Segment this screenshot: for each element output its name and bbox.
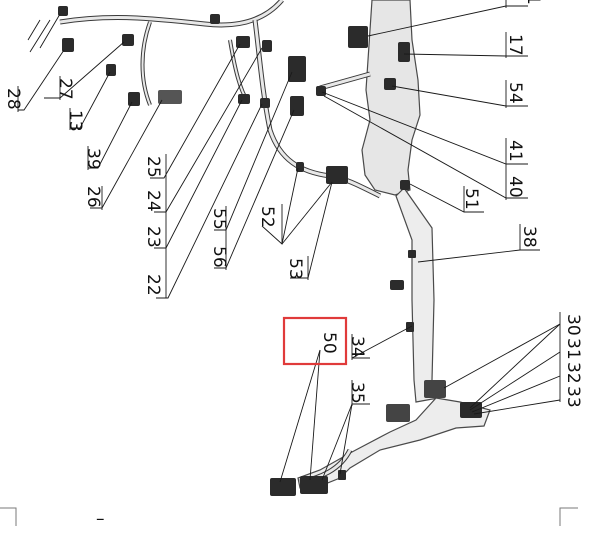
connector-50c	[338, 470, 346, 480]
callout-52: 52	[257, 206, 277, 228]
connector-54	[384, 78, 396, 90]
callout-27: 27	[55, 78, 75, 100]
connector-56	[290, 96, 304, 116]
callout-35: 35	[347, 382, 367, 404]
connector-51	[400, 180, 410, 190]
callout-54: 54	[505, 82, 525, 104]
callout-25: 25	[143, 156, 163, 178]
crop-marks	[0, 507, 578, 526]
connector-35	[386, 404, 410, 422]
callout-22: 22	[143, 274, 163, 296]
callout-30: 30	[563, 314, 583, 336]
connector-53	[326, 166, 348, 184]
connector-50a	[270, 478, 296, 496]
connector-top-mid	[210, 14, 220, 24]
harness-housing	[361, 0, 421, 196]
connector-38b	[390, 280, 404, 290]
connector-22	[260, 98, 270, 108]
connector-41	[316, 86, 326, 96]
callout-40: 40	[505, 176, 525, 198]
connector-27	[122, 34, 134, 46]
connector-1	[348, 26, 368, 48]
connector-23	[238, 94, 250, 104]
connector-30	[424, 380, 446, 398]
callout-32: 32	[563, 362, 583, 384]
connector-28	[62, 38, 74, 52]
callout-13: 13	[65, 110, 85, 132]
connector-24	[262, 40, 272, 52]
callout-17: 17	[505, 34, 525, 56]
callout-51: 51	[461, 188, 481, 210]
callout-50: 50	[319, 332, 339, 354]
callout-53: 53	[285, 258, 305, 280]
callout-23: 23	[143, 226, 163, 248]
callout-24: 24	[143, 190, 163, 212]
label-ticks	[17, 0, 561, 406]
callout-39: 39	[83, 148, 103, 170]
callout-55: 55	[209, 208, 229, 230]
callout-28: 28	[3, 88, 23, 110]
connector-25	[236, 36, 250, 48]
callout-56: 56	[209, 246, 229, 268]
callout-31: 31	[563, 338, 583, 360]
callout-26: 26	[83, 186, 103, 208]
connector-55	[288, 56, 306, 82]
footer-mark: –	[96, 509, 105, 529]
callout-41: 41	[505, 140, 525, 162]
callout-38: 38	[519, 226, 539, 248]
harness-trunk	[395, 187, 439, 403]
connector-top-left	[58, 6, 68, 16]
callout-34: 34	[347, 336, 367, 358]
callout-1: 1	[523, 0, 543, 5]
main-harness	[59, 0, 491, 489]
connector-50b	[300, 476, 328, 494]
connector-38	[408, 250, 416, 258]
highlight-box	[282, 316, 348, 366]
leader-lines	[18, 5, 561, 483]
connector-39	[128, 92, 140, 106]
connector-13	[106, 64, 116, 76]
callout-33: 33	[563, 386, 583, 408]
connector-26	[158, 90, 182, 104]
connector-17	[398, 42, 410, 62]
